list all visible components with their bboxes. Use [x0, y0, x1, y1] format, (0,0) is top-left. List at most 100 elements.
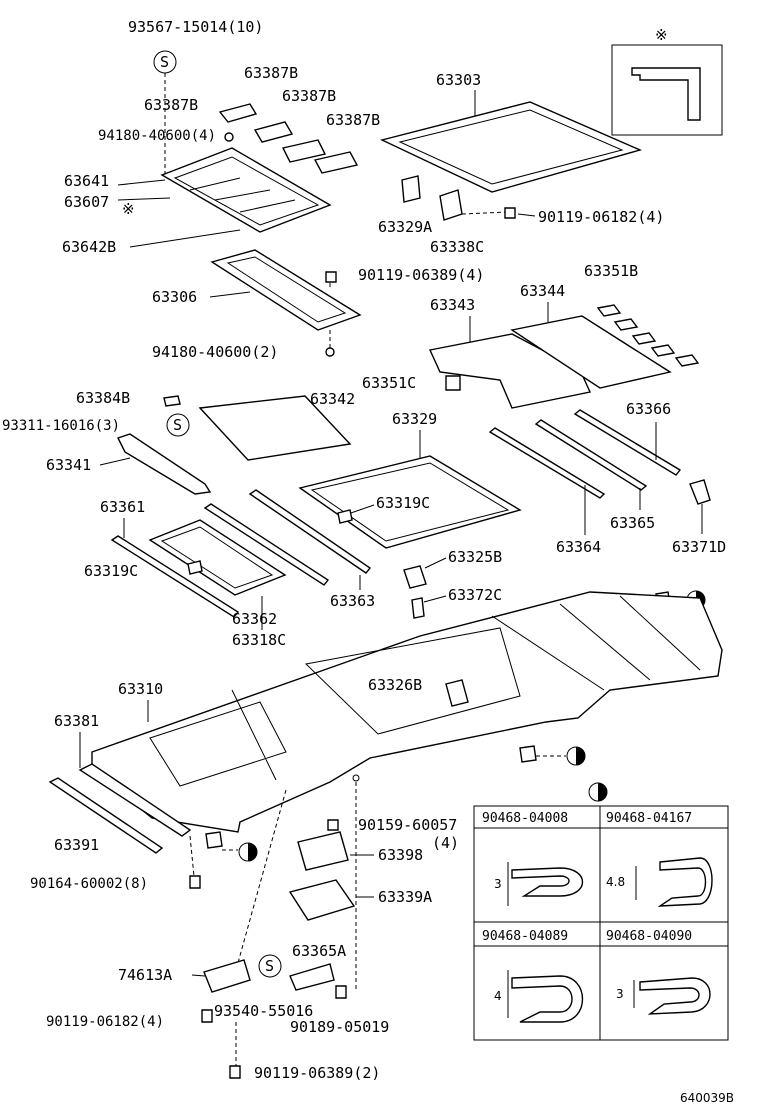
rail-63341 [117, 433, 212, 495]
label-90159-qty: (4) [432, 834, 459, 852]
screw-90119-b [325, 271, 337, 283]
label-63319c-b: 63319C [84, 562, 138, 580]
label-63361: 63361 [100, 498, 145, 516]
label-63351b: 63351B [584, 262, 638, 280]
frame-63306 [210, 249, 362, 331]
label-63391: 63391 [54, 836, 99, 854]
label-63310: 63310 [118, 680, 163, 698]
label-93567-15014: 93567-15014(10) [128, 18, 263, 36]
label-63642b: 63642B [62, 238, 116, 256]
clip-icon-04167 [657, 857, 713, 907]
s-mark-93311: S [166, 413, 190, 437]
clip-table-part-2: 90468-04167 [606, 811, 692, 826]
rail-63365 [534, 419, 648, 491]
svg-text:S: S [265, 957, 274, 975]
rail-63363 [248, 489, 372, 574]
bracket-63387b-c [253, 121, 294, 143]
clip-table-part-3: 90468-04089 [482, 929, 568, 944]
label-63326b: 63326B [368, 676, 422, 694]
label-94180-40600-2: 94180-40600(2) [152, 343, 278, 361]
half-circle-mark-table [588, 782, 608, 802]
label-74613a: 74613A [118, 966, 172, 984]
label-63381: 63381 [54, 712, 99, 730]
label-90189-05019: 90189-05019 [290, 1018, 389, 1036]
half-circle-mark-c [238, 842, 258, 862]
screw-90119-c [201, 1009, 213, 1023]
screw-90119-a [504, 207, 516, 219]
clip-63338c [439, 189, 463, 221]
label-90164-60002: 90164-60002(8) [30, 876, 148, 892]
nut-94180-b [325, 347, 335, 357]
rail-63366 [573, 409, 682, 476]
cover-63339a [288, 879, 356, 921]
sunroof-opening-rear [304, 627, 521, 735]
clip-table: 90468-04008 90468-04167 90468-04089 9046… [473, 805, 729, 1041]
clip-63371d [689, 479, 711, 505]
note-mark-63607: ※ [122, 200, 135, 218]
label-63338c: 63338C [430, 238, 484, 256]
diagram-id: 640039B [680, 1091, 734, 1105]
leader-63607 [117, 197, 171, 201]
clip-63319c-b [187, 560, 203, 575]
bracket-74613a [203, 959, 251, 993]
screw-90164 [189, 875, 201, 889]
label-93311-16016: 93311-16016(3) [2, 418, 120, 434]
label-63387b-c: 63387B [282, 87, 336, 105]
clip-63384b [163, 395, 181, 407]
clip-63365a [289, 963, 335, 991]
label-63319c-a: 63319C [376, 494, 430, 512]
label-63384b: 63384B [76, 389, 130, 407]
clip-icon-04089 [511, 975, 584, 1023]
leader-63642b [129, 229, 241, 248]
s-mark-top: S [153, 50, 177, 74]
label-63318c: 63318C [232, 631, 286, 649]
label-63339a: 63339A [378, 888, 432, 906]
label-94180-40600-4: 94180-40600(4) [98, 128, 216, 144]
clip-left-c [205, 831, 223, 849]
label-63607: 63607 [64, 193, 109, 211]
label-63366: 63366 [626, 400, 671, 418]
clip-table-part-4: 90468-04090 [606, 929, 692, 944]
label-63362: 63362 [232, 610, 277, 628]
pads-63351b [596, 304, 700, 367]
label-63329a: 63329A [378, 218, 432, 236]
label-90159-60057: 90159-60057 [358, 816, 457, 834]
label-63365a: 63365A [292, 942, 346, 960]
label-63329: 63329 [392, 410, 437, 428]
clip-icon-04090 [639, 977, 711, 1015]
trim-63381 [78, 763, 192, 837]
clip-table-dim-1: 3 [494, 877, 502, 891]
clip-table-dim-3: 4 [494, 989, 502, 1003]
clip-table-dim-2: 4.8 [606, 875, 625, 889]
clip-table-dim-4: 3 [616, 987, 624, 1001]
rail-63362 [203, 503, 330, 586]
label-90119-06182-4-b: 90119-06182(4) [46, 1014, 164, 1030]
leader-63641 [117, 179, 166, 186]
label-63351c: 63351C [362, 374, 416, 392]
svg-text:※: ※ [655, 26, 668, 44]
s-mark-93540: S [258, 954, 282, 978]
bracket-63387b-d1 [281, 139, 327, 163]
drive-frame-63641 [160, 147, 332, 233]
label-90119-06389-4: 90119-06389(4) [358, 266, 484, 284]
label-63398: 63398 [378, 846, 423, 864]
label-63387b-b: 63387B [144, 96, 198, 114]
label-63343: 63343 [430, 296, 475, 314]
label-63363: 63363 [330, 592, 375, 610]
glass-panel-63303 [379, 101, 643, 193]
bracket-63398 [297, 831, 349, 871]
seal-63318c [148, 519, 287, 596]
half-circle-mark-b [566, 746, 586, 766]
clip-63372c [411, 597, 425, 619]
seal-63329 [298, 455, 522, 549]
label-63387b-d: 63387B [326, 111, 380, 129]
clip-right-b [519, 745, 537, 763]
hole-marker [352, 774, 360, 782]
pad-63351c [445, 375, 461, 391]
label-63365: 63365 [610, 514, 655, 532]
note-box: ※ [611, 26, 723, 136]
label-90119-06389-2: 90119-06389(2) [254, 1064, 380, 1082]
rail-63364 [488, 427, 606, 499]
label-63303: 63303 [436, 71, 481, 89]
